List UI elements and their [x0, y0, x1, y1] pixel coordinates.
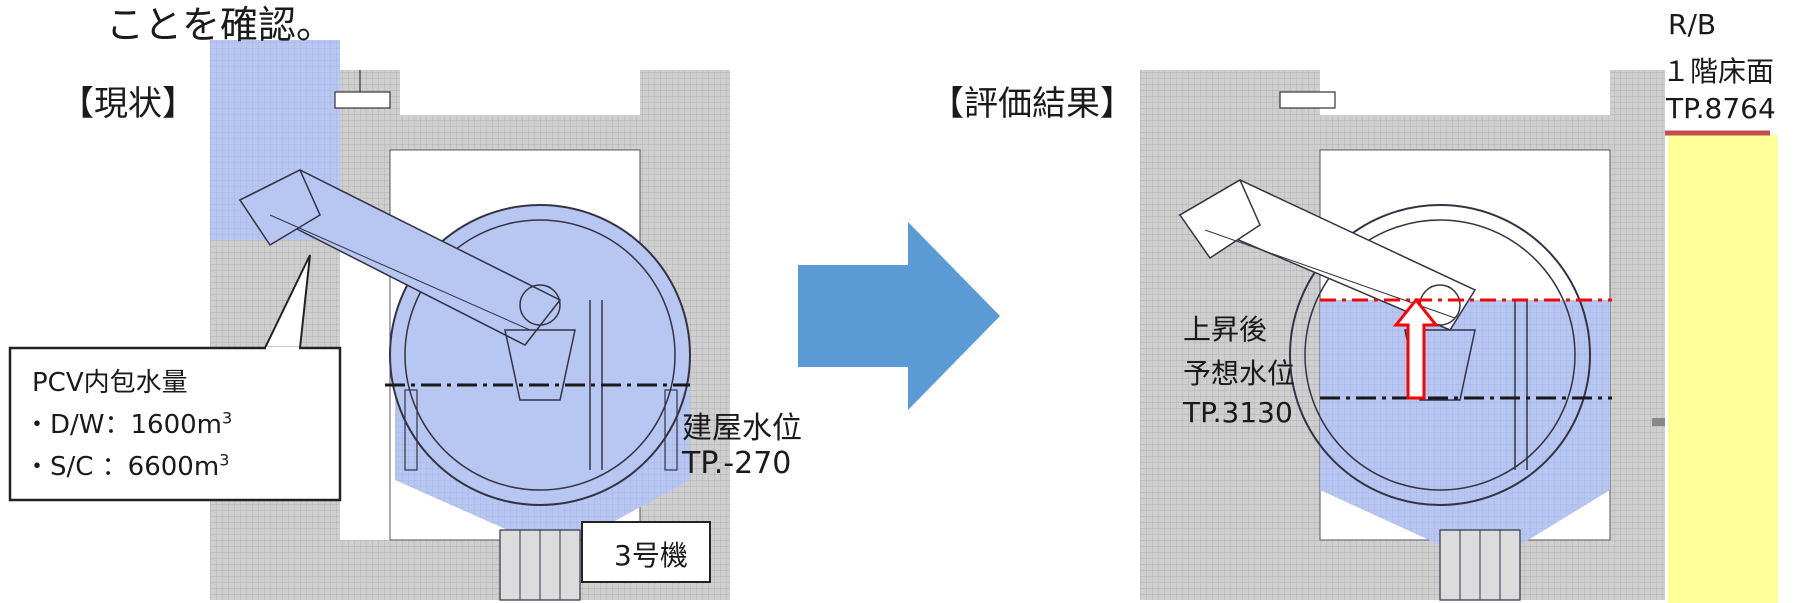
- right-diagram: [1140, 70, 1778, 603]
- floor-label-1: R/B: [1668, 8, 1717, 41]
- right-section-label: 【評価結果】: [930, 84, 1134, 124]
- floor-band: [1668, 135, 1778, 603]
- header-text: ことを確認。: [106, 3, 335, 47]
- risen-level-value: TP.3130: [1183, 396, 1293, 429]
- superscript-3: 3: [219, 450, 230, 470]
- risen-level-label-2: 予想水位: [1183, 357, 1296, 390]
- left-callout-box: [8, 346, 342, 502]
- callout-sc: ・S/C ：6600m3: [24, 450, 230, 482]
- right-torus: [1289, 204, 1591, 506]
- superscript-3: 3: [221, 408, 233, 428]
- risen-level-label-1: 上昇後: [1183, 313, 1268, 346]
- transition-arrow: [798, 222, 1000, 410]
- rise-arrow: [1392, 297, 1440, 400]
- callout-title: PCV内包水量: [32, 368, 188, 398]
- callout-dw: ・D/W：1600m3: [24, 408, 233, 440]
- left-diagram: [8, 40, 730, 601]
- unit-label: 3号機: [614, 539, 688, 572]
- building-water-level-label: 建屋水位: [682, 411, 802, 446]
- right-risen-water: [1320, 300, 1610, 545]
- left-section-label: 【現状】: [60, 84, 196, 124]
- floor-label-2: １階床面: [1662, 55, 1775, 88]
- floor-level-value: TP.8764: [1666, 92, 1776, 125]
- building-water-level-value: TP.-270: [682, 446, 792, 481]
- unit-label-box: [581, 521, 711, 583]
